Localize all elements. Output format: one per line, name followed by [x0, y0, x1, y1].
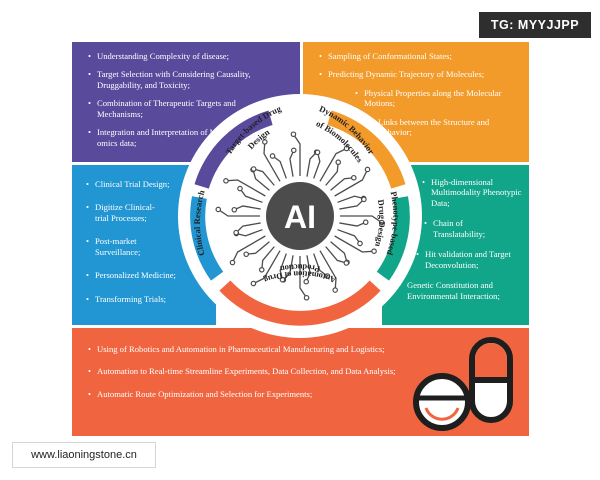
panel-dynamic-behavior: Sampling of Conformational States; Predi…: [303, 42, 529, 162]
ring-label-automation-2: Production: [279, 262, 321, 274]
ai-label: AI: [284, 199, 316, 235]
ring-label-clinical: Clinical Research: [192, 189, 207, 257]
target-item-3: Combination of Therapeutic Targets and M…: [86, 98, 292, 119]
capsule-icon: [469, 337, 513, 423]
clinical-item-1: Clinical Trial Design;: [84, 179, 210, 190]
target-item-1: Understanding Complexity of disease;: [86, 51, 292, 62]
dynamic-item-1: Sampling of Conformational States;: [317, 51, 523, 62]
phenotype-item-3: Hit validation and Target Deconvolution;: [414, 249, 523, 270]
ring-segment-clinical: [190, 196, 224, 281]
dynamic-item-3: Physical Properties along the Molecular …: [353, 88, 523, 109]
target-item-2: Target Selection with Considering Causal…: [86, 69, 292, 90]
phenotype-item-1: High-dimensional Multimodality Phenotypi…: [420, 177, 523, 208]
dynamic-item-2: Predicting Dynamic Trajectory of Molecul…: [317, 69, 523, 80]
automation-item-1: Using of Robotics and Automation in Phar…: [86, 344, 409, 355]
ring-segment-target: [194, 110, 273, 189]
clinical-item-2: Digitize Clinical-trial Processes;: [84, 202, 210, 223]
automation-item-2: Automation to Real-time Streamline Exper…: [86, 366, 409, 377]
pill-icon: [413, 373, 471, 431]
ring-segment-dynamic: [327, 110, 406, 189]
target-item-4: Integration and Interpretation of Multi-…: [86, 127, 292, 148]
ring-segment-automation: [219, 280, 381, 326]
circuit-chip-icon: [215, 131, 385, 301]
site-watermark: www.liaoningstone.cn: [12, 442, 156, 468]
ai-core: [266, 182, 334, 250]
clinical-item-4: Personalized Medicine;: [84, 270, 210, 281]
ring-segment-phenotype: [376, 196, 410, 281]
clinical-item-5: Transforming Trials;: [84, 294, 210, 305]
phenotype-item-2: Chain of Translatability;: [422, 218, 523, 239]
automation-item-3: Automatic Route Optimization and Selecti…: [86, 389, 449, 400]
clinical-item-3: Post-market Surveillance;: [84, 236, 210, 257]
tg-watermark-badge: TG: MYYJJPP: [479, 12, 591, 38]
